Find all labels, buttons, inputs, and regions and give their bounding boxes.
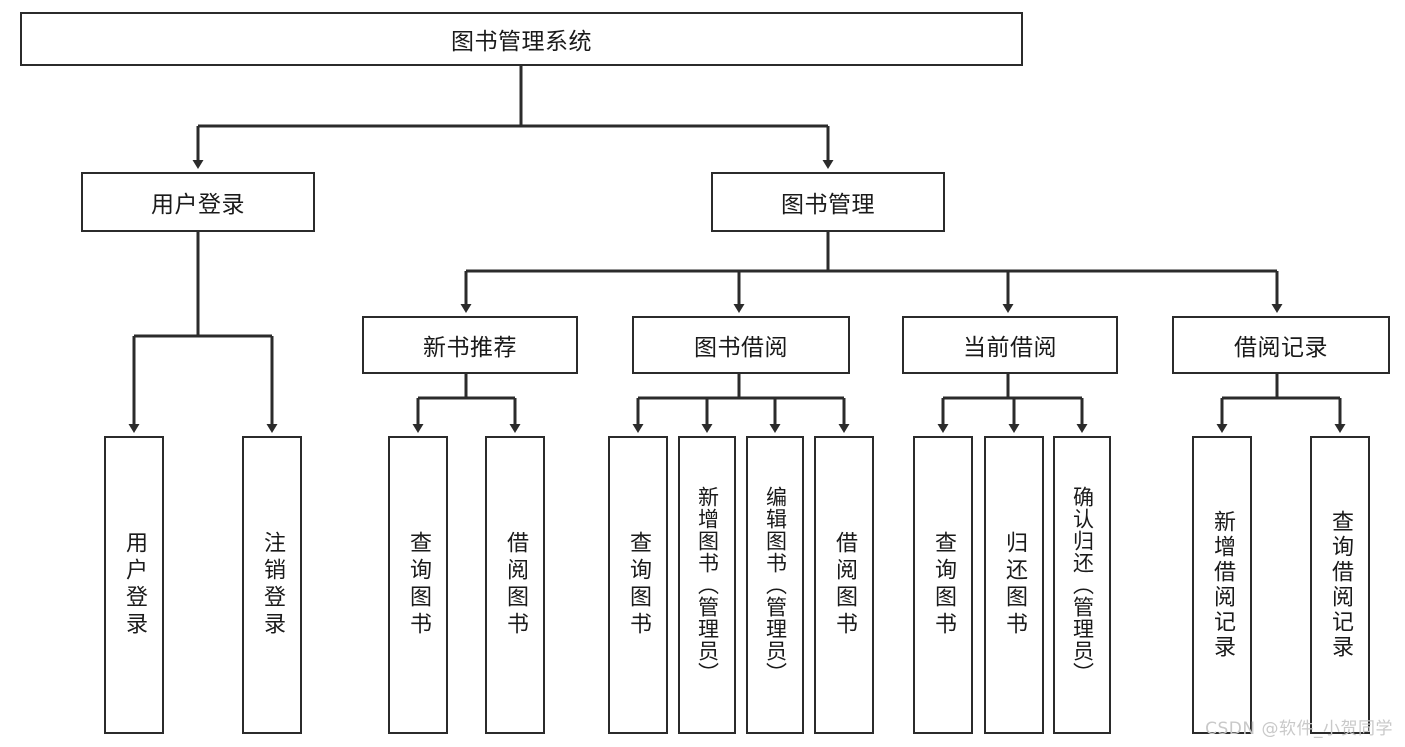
node-leaf-add-record[interactable]: 新增借阅记录 bbox=[1192, 436, 1252, 734]
node-root[interactable]: 图书管理系统 bbox=[20, 12, 1023, 66]
node-leaf-query-book-3-label: 查询图书 bbox=[931, 531, 956, 639]
node-leaf-user-login-label: 用户登录 bbox=[122, 531, 147, 639]
node-book-borrow[interactable]: 图书借阅 bbox=[632, 316, 850, 374]
node-leaf-query-book-2[interactable]: 查询图书 bbox=[608, 436, 668, 734]
node-leaf-user-logout-label: 注销登录 bbox=[260, 531, 285, 639]
node-leaf-borrow-book-2[interactable]: 借阅图书 bbox=[814, 436, 874, 734]
node-leaf-edit-book-label: 编辑图书（管理员） bbox=[763, 486, 788, 684]
node-leaf-return-book[interactable]: 归还图书 bbox=[984, 436, 1044, 734]
node-borrow-record[interactable]: 借阅记录 bbox=[1172, 316, 1390, 374]
node-current-borrow-label: 当前借阅 bbox=[963, 335, 1057, 361]
node-leaf-confirm-return-label: 确认归还（管理员） bbox=[1070, 486, 1095, 684]
node-leaf-query-record[interactable]: 查询借阅记录 bbox=[1310, 436, 1370, 734]
node-leaf-query-book-1-label: 查询图书 bbox=[406, 531, 431, 639]
node-leaf-query-book-3[interactable]: 查询图书 bbox=[913, 436, 973, 734]
node-root-label: 图书管理系统 bbox=[451, 29, 592, 55]
node-leaf-add-record-label: 新增借阅记录 bbox=[1210, 510, 1235, 660]
node-user-login-label: 用户登录 bbox=[151, 192, 245, 218]
node-book-manage[interactable]: 图书管理 bbox=[711, 172, 945, 232]
node-current-borrow[interactable]: 当前借阅 bbox=[902, 316, 1118, 374]
node-new-book-rec[interactable]: 新书推荐 bbox=[362, 316, 578, 374]
node-leaf-add-book[interactable]: 新增图书（管理员） bbox=[678, 436, 736, 734]
node-leaf-edit-book[interactable]: 编辑图书（管理员） bbox=[746, 436, 804, 734]
node-new-book-rec-label: 新书推荐 bbox=[423, 335, 517, 361]
node-leaf-borrow-book-2-label: 借阅图书 bbox=[832, 531, 857, 639]
node-leaf-return-book-label: 归还图书 bbox=[1002, 531, 1027, 639]
node-leaf-borrow-book-1[interactable]: 借阅图书 bbox=[485, 436, 545, 734]
node-book-borrow-label: 图书借阅 bbox=[694, 335, 788, 361]
node-leaf-user-login[interactable]: 用户登录 bbox=[104, 436, 164, 734]
watermark: CSDN @软件_小贺同学 bbox=[1205, 719, 1393, 739]
node-leaf-confirm-return[interactable]: 确认归还（管理员） bbox=[1053, 436, 1111, 734]
node-leaf-query-record-label: 查询借阅记录 bbox=[1328, 510, 1353, 660]
node-leaf-query-book-1[interactable]: 查询图书 bbox=[388, 436, 448, 734]
node-leaf-query-book-2-label: 查询图书 bbox=[626, 531, 651, 639]
node-book-manage-label: 图书管理 bbox=[781, 192, 875, 218]
node-leaf-borrow-book-1-label: 借阅图书 bbox=[503, 531, 528, 639]
node-user-login[interactable]: 用户登录 bbox=[81, 172, 315, 232]
node-leaf-user-logout[interactable]: 注销登录 bbox=[242, 436, 302, 734]
node-borrow-record-label: 借阅记录 bbox=[1234, 335, 1328, 361]
node-leaf-add-book-label: 新增图书（管理员） bbox=[695, 486, 720, 684]
